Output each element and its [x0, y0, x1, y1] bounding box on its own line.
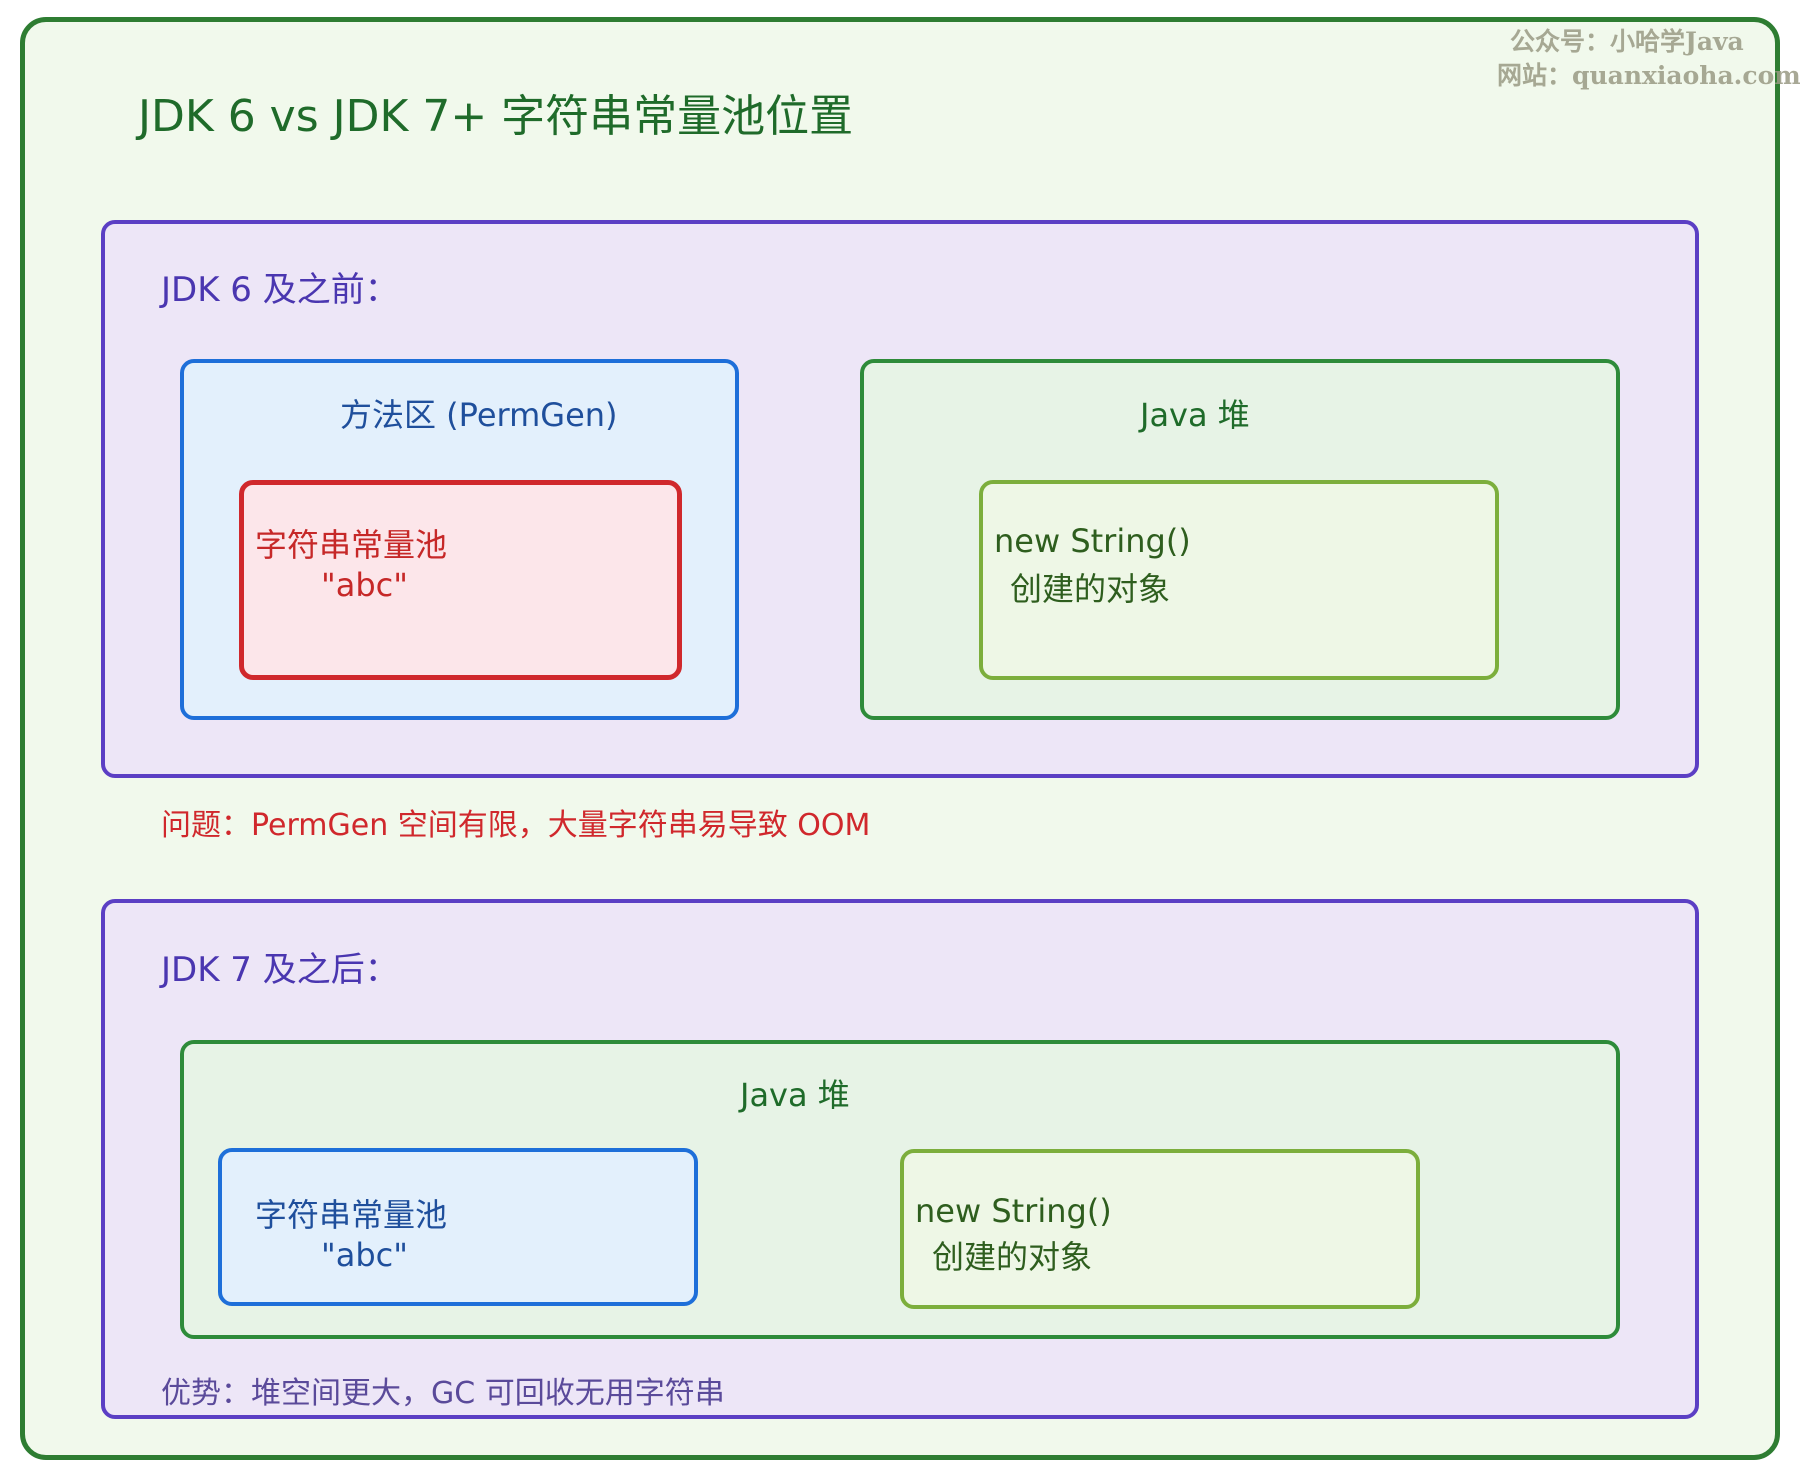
- jdk6-problem-note: 问题：PermGen 空间有限，大量字符串易导致 OOM: [161, 808, 871, 843]
- java-heap-title-jdk6: Java 堆: [1140, 396, 1250, 434]
- watermark-line2: 网站：quanxiaoha.com: [1497, 61, 1800, 90]
- string-pool-box-jdk7: [218, 1148, 698, 1306]
- new-string-box-jdk7: [900, 1149, 1420, 1309]
- string-pool-value-jdk6: "abc": [321, 566, 408, 604]
- jdk7-heading: JDK 7 及之后：: [161, 950, 399, 990]
- jdk7-advantage-note: 优势：堆空间更大，GC 可回收无用字符串: [161, 1376, 725, 1411]
- string-pool-box-jdk6: [239, 480, 682, 680]
- new-string-line2-jdk7: 创建的对象: [932, 1238, 1093, 1276]
- string-pool-title-jdk6: 字符串常量池: [255, 526, 448, 564]
- java-heap-title-jdk7: Java 堆: [740, 1076, 850, 1114]
- new-string-line1-jdk7: new String(): [915, 1192, 1112, 1230]
- string-pool-value-jdk7: "abc": [321, 1236, 408, 1274]
- new-string-line2-jdk6: 创建的对象: [1010, 570, 1171, 608]
- method-area-title: 方法区 (PermGen): [340, 396, 618, 434]
- diagram-title: JDK 6 vs JDK 7+ 字符串常量池位置: [138, 91, 854, 142]
- jdk6-heading: JDK 6 及之前：: [161, 270, 399, 310]
- watermark-line1: 公众号：小哈学Java: [1510, 27, 1744, 56]
- new-string-line1-jdk6: new String(): [994, 522, 1191, 560]
- new-string-box-jdk6: [979, 480, 1499, 680]
- string-pool-title-jdk7: 字符串常量池: [255, 1196, 448, 1234]
